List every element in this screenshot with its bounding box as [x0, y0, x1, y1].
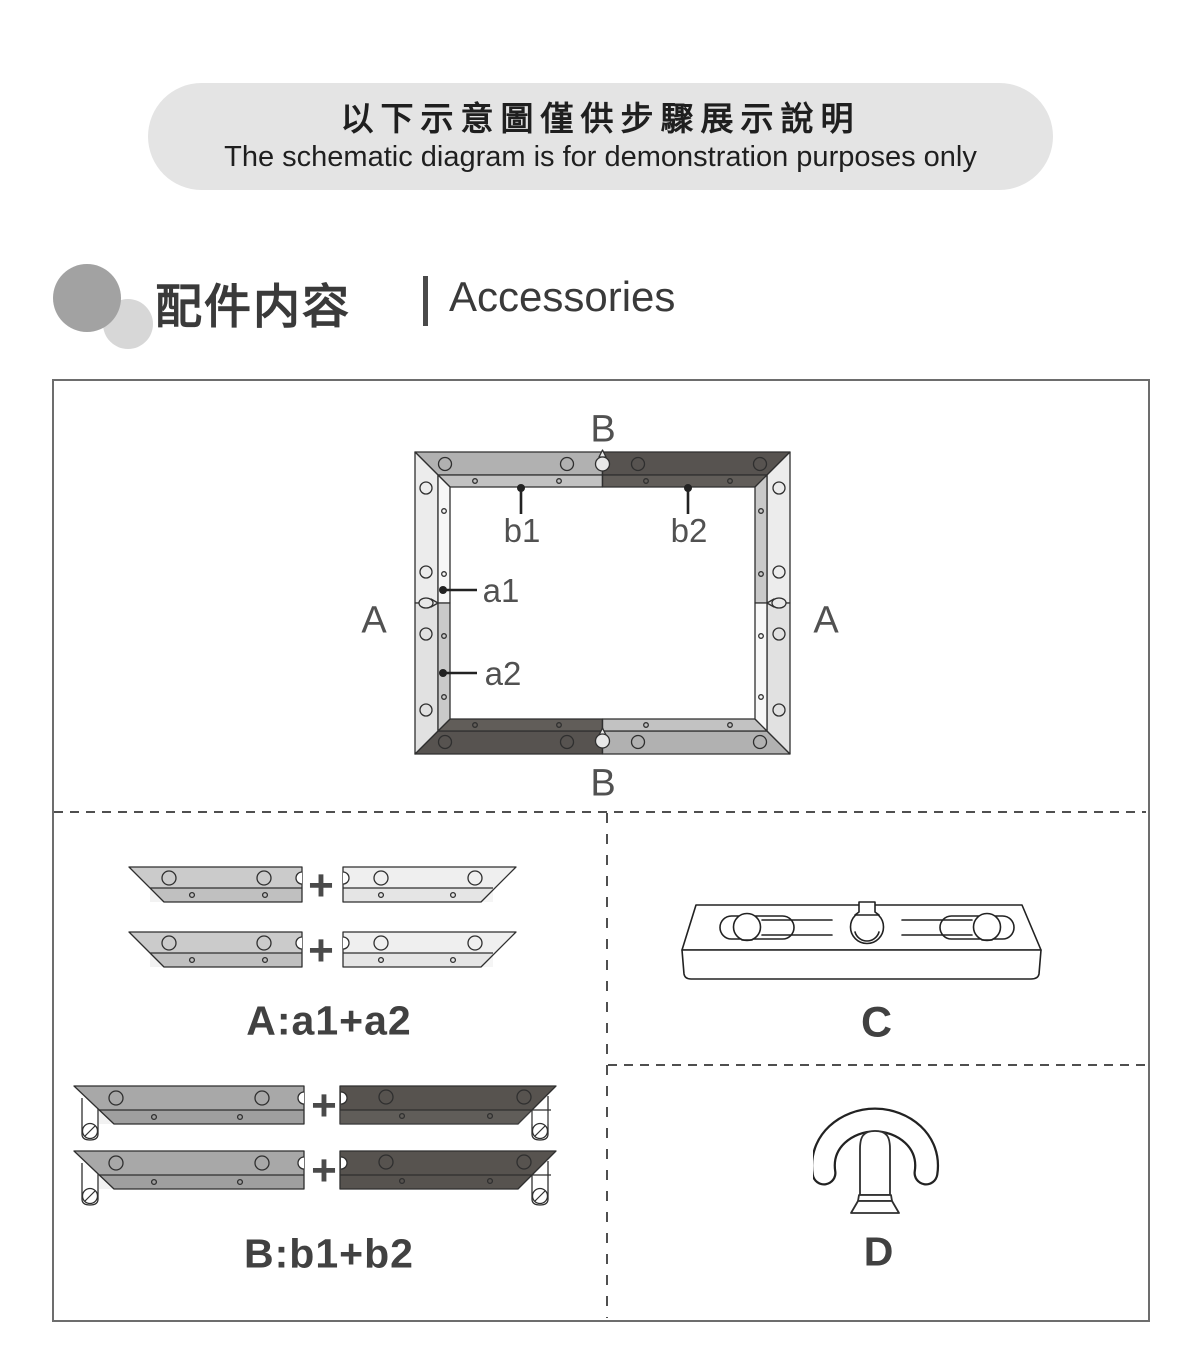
frame-diagram: [405, 444, 805, 764]
frame-label-a-right: A: [813, 599, 839, 642]
title-divider: [423, 276, 428, 326]
part-d-label: D: [863, 1228, 895, 1275]
part-d-graphic: [813, 1107, 948, 1222]
plus-sign: +: [311, 1081, 337, 1130]
disclaimer-text-en: The schematic diagram is for demonstrati…: [224, 140, 977, 173]
group-b-label: B:b1+b2: [244, 1230, 414, 1277]
keyhole-top: [596, 450, 610, 471]
part-a2-graphic: [341, 865, 523, 905]
section-title-en: Accessories: [449, 273, 676, 320]
d-stem: [860, 1131, 890, 1195]
plus-sign: +: [308, 861, 334, 910]
c-right-slot: [940, 916, 1014, 939]
frame-label-b-bottom: B: [590, 762, 616, 805]
part-b2-graphic: [338, 1084, 558, 1146]
divider-horizontal-main: [54, 811, 1146, 813]
disclaimer-banner: 以下示意圖僅供步驟展示說明 The schematic diagram is f…: [148, 83, 1053, 190]
callout-leaders: [439, 484, 692, 677]
part-a1-graphic: [127, 865, 309, 905]
bullet-circle-dark: [53, 264, 121, 332]
frame-label-b-top: B: [590, 408, 616, 451]
callout-label-b1: b1: [503, 512, 541, 549]
accessories-box: [52, 379, 1150, 1322]
callout-label-a1: a1: [482, 572, 520, 609]
c-left-cam: [734, 914, 761, 941]
divider-vertical: [606, 813, 608, 1318]
callout-label-b2: b2: [670, 512, 708, 549]
notch: [343, 872, 349, 884]
notch: [296, 872, 302, 884]
c-bolt-peg: [855, 902, 879, 915]
keyhole-bottom: [596, 728, 610, 748]
c-right-cam: [974, 914, 1001, 941]
frame-holes: [420, 458, 785, 749]
part-c-graphic: [672, 897, 1062, 992]
plus-sign: +: [308, 926, 334, 975]
part-a1-graphic: [127, 930, 309, 970]
keyhole-left: [419, 598, 438, 608]
c-front-face: [682, 950, 1041, 979]
frame-label-a-left: A: [361, 599, 387, 642]
callout-label-a2: a2: [484, 655, 522, 692]
part-c-label: C: [860, 998, 894, 1047]
group-a-label: A:a1+a2: [246, 997, 412, 1044]
keyhole-right: [767, 598, 786, 608]
part-b1-graphic: [72, 1084, 312, 1146]
part-a2-graphic: [341, 930, 523, 970]
c-left-slot: [720, 916, 794, 939]
disclaimer-text-zh: 以下示意圖僅供步驟展示說明: [340, 100, 861, 138]
part-b2-graphic: [338, 1149, 558, 1211]
plus-sign: +: [311, 1146, 337, 1195]
section-title-zh: 配件内容: [155, 280, 351, 333]
divider-horizontal-right: [608, 1064, 1146, 1066]
part-b1-graphic: [72, 1149, 312, 1211]
d-foot: [851, 1201, 899, 1213]
